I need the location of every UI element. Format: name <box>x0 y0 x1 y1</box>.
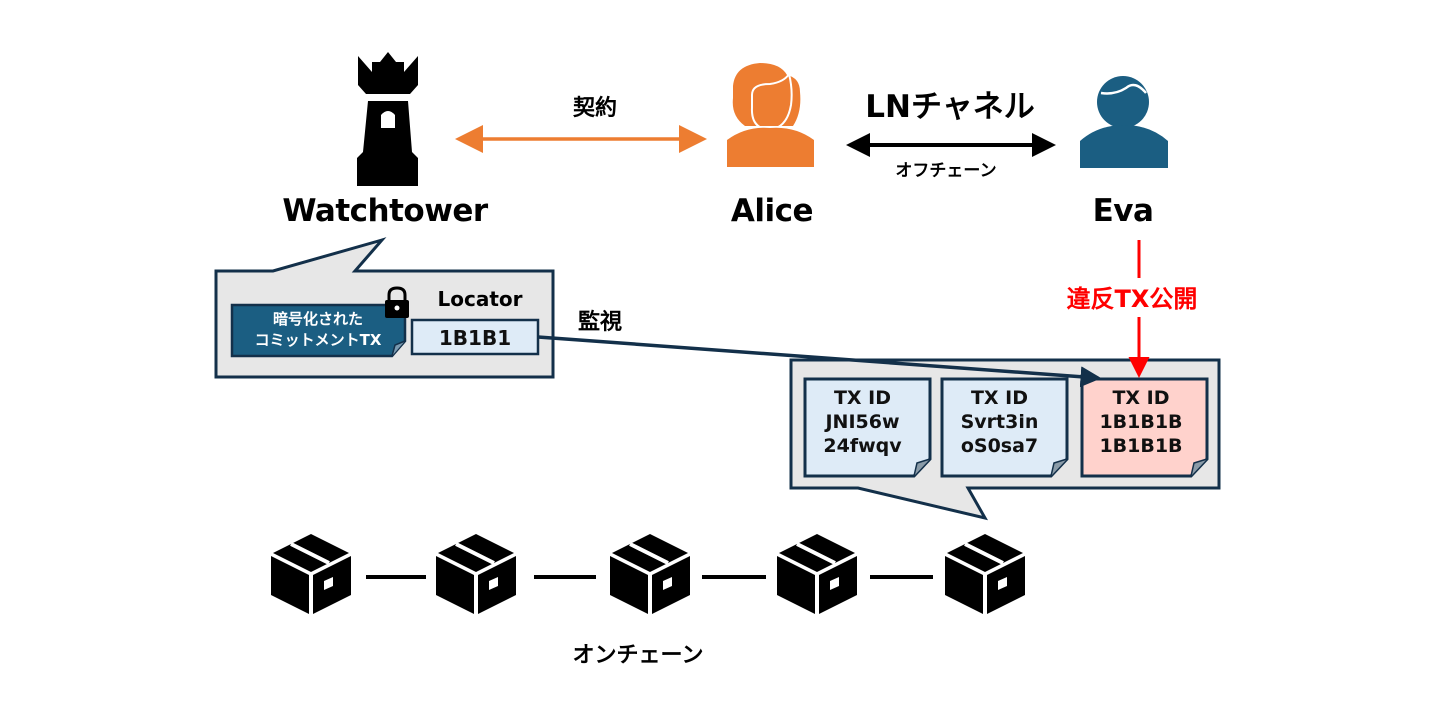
tx-card-id-line1: Svrt3in <box>960 411 1039 433</box>
encrypted-tx-line1: 暗号化された <box>272 310 363 328</box>
block-icon <box>269 532 353 616</box>
contract-label: 契約 <box>572 96 618 121</box>
person-female-icon <box>727 63 814 167</box>
violation-label: 違反TX公開 <box>1066 285 1198 313</box>
tx-card-id-line2: 1B1B1B <box>1099 435 1183 457</box>
block-icon <box>943 532 1027 616</box>
lock-icon <box>385 286 409 318</box>
block-icon <box>434 532 518 616</box>
monitor-arrow <box>537 335 1102 388</box>
locator-value: 1B1B1 <box>438 326 512 350</box>
tower-icon <box>357 52 418 186</box>
tx-card-id-line1: JNI56w <box>825 411 900 433</box>
block-icon <box>775 532 859 616</box>
encrypted-tx-line2: コミットメントTX <box>254 331 382 349</box>
offchain-label: オフチェーン <box>895 161 997 181</box>
block-icon <box>608 532 692 616</box>
alice-label: Alice <box>730 193 814 229</box>
tx-card-id-line2: oS0sa7 <box>960 435 1039 457</box>
tx-card-title: TX ID <box>1112 387 1170 409</box>
locator-title: Locator <box>437 287 523 311</box>
tx-card-1-text: TX ID JNI56w 24fwqv <box>805 386 920 458</box>
eva-label: Eva <box>1092 193 1154 229</box>
ln-channel-label: LNチャネル <box>865 89 1035 125</box>
tx-card-2 <box>940 377 1069 478</box>
tx-card-id-line1: 1B1B1B <box>1099 411 1183 433</box>
tx-card-3-violation <box>1080 377 1209 478</box>
tx-card-id-line2: 24fwqv <box>823 435 902 457</box>
blockchain <box>269 532 1027 616</box>
monitor-label: 監視 <box>577 310 623 335</box>
person-male-icon <box>1080 76 1168 168</box>
tx-card-title: TX ID <box>833 387 892 409</box>
onchain-label: オンチェーン <box>572 643 704 668</box>
locator-box <box>410 318 540 356</box>
tx-card-title: TX ID <box>970 387 1029 409</box>
encrypted-tx-text: 暗号化された コミットメントTX <box>232 309 404 351</box>
watchtower-label: Watchtower <box>282 193 488 229</box>
tx-card-2-text: TX ID Svrt3in oS0sa7 <box>942 386 1057 458</box>
tx-card-1 <box>803 377 932 478</box>
tx-card-3-text: TX ID 1B1B1B 1B1B1B <box>1082 386 1200 458</box>
